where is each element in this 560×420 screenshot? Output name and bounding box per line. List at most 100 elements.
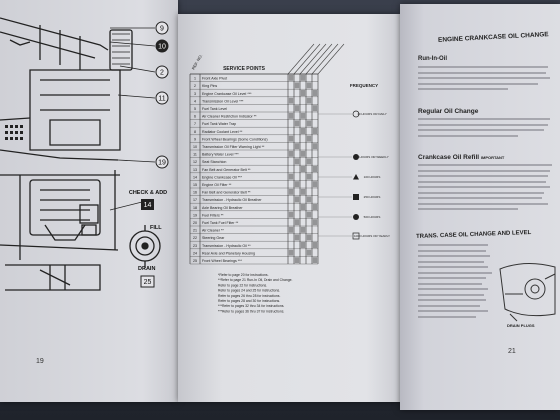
text-line xyxy=(418,208,518,210)
frequency-mark xyxy=(306,82,312,89)
frequency-mark xyxy=(312,219,318,226)
table-ref-cell: 18 xyxy=(193,206,197,210)
header-diagonal xyxy=(317,43,345,75)
table-service-cell: Front Wheel Bearings *** xyxy=(202,259,243,263)
table-ref-cell: 7 xyxy=(194,122,196,126)
frequency-mark xyxy=(294,158,300,165)
text-line xyxy=(418,304,480,307)
text-line xyxy=(418,310,488,312)
header-frequency: FREQUENCY xyxy=(350,83,378,88)
table-footnote: *Refer to page 20 for instructions. xyxy=(218,273,269,277)
frequency-mark xyxy=(306,158,312,165)
table-footnote: Refer to pages 24 and 25 for instruction… xyxy=(218,289,280,293)
table-service-cell: Fan Belt and Generator Belt ** xyxy=(202,168,251,172)
table-ref-cell: 23 xyxy=(193,244,197,248)
table-ref-cell: 8 xyxy=(194,130,196,134)
frequency-marker-filled-circle xyxy=(353,154,359,160)
table-service-cell: Transmission Oil Filter Warning Light ** xyxy=(202,145,265,149)
text-line xyxy=(418,266,488,268)
frequency-marker-triangle xyxy=(353,174,359,180)
frequency-mark xyxy=(300,188,306,195)
text-line xyxy=(418,260,484,263)
frequency-mark xyxy=(300,150,306,157)
table-service-cell: Radiator Coolant Level ** xyxy=(202,130,243,134)
table-service-cell: Transmission Oil Level *** xyxy=(202,99,244,103)
drain-label: DRAIN xyxy=(138,266,155,272)
frequency-mark xyxy=(312,128,318,134)
frequency-mark xyxy=(300,128,306,134)
check-number: 14 xyxy=(144,202,152,209)
page-number-right: 21 xyxy=(508,348,516,355)
table-ref-cell: 22 xyxy=(193,236,197,240)
table-ref-cell: 2 xyxy=(194,84,196,88)
text-line xyxy=(418,175,548,177)
frequency-mark xyxy=(288,97,294,104)
text-line xyxy=(418,66,548,68)
frequency-mark xyxy=(288,211,294,218)
text-line xyxy=(418,88,508,90)
callout-circle xyxy=(155,65,169,79)
table-footnote: **Refer to page 21 Run-In Oil, Drain and… xyxy=(218,278,293,282)
callout-circle xyxy=(155,39,169,53)
frequency-mark xyxy=(288,173,294,180)
frequency-mark xyxy=(312,204,318,210)
frequency-mark xyxy=(288,249,294,256)
table-service-cell: Fuel Tank Level xyxy=(202,107,227,111)
frequency-mark xyxy=(312,181,318,188)
callout-10: 10 xyxy=(158,44,166,51)
frequency-mark xyxy=(300,166,306,172)
text-line xyxy=(418,315,476,318)
text-line xyxy=(418,249,486,252)
table-ref-cell: 5 xyxy=(194,107,196,111)
frequency-marker-filled-square xyxy=(353,194,359,200)
frequency-mark xyxy=(294,196,300,203)
frequency-mark xyxy=(288,112,294,119)
table-ref-cell: 6 xyxy=(194,115,196,119)
frequency-mark xyxy=(306,120,312,127)
frequency-mark xyxy=(312,105,318,112)
table-ref-cell: 15 xyxy=(193,183,197,187)
table-service-cell: Fuel Filters ** xyxy=(202,213,224,217)
text-line xyxy=(418,293,484,296)
frequency-mark xyxy=(294,120,300,127)
table-ref-cell: 24 xyxy=(193,251,197,255)
table-ref-cell: 17 xyxy=(193,198,197,202)
header-diagonal xyxy=(311,43,339,75)
table-service-cell: Engine Crankcase Oil *** xyxy=(202,175,243,179)
text-line xyxy=(418,164,552,166)
table-service-cell: Fan Belt and Generator Belt ** xyxy=(202,191,251,195)
text-line xyxy=(418,134,518,137)
frequency-mark xyxy=(312,143,318,150)
frequency-mark xyxy=(294,105,300,112)
table-ref-cell: 1 xyxy=(194,77,196,81)
table-footnote: Refer to page 22 for instructions. xyxy=(218,283,267,287)
frequency-label: 250 HOURS xyxy=(364,195,381,199)
text-line xyxy=(418,288,488,290)
table-service-cell: Transmission - Hydraulic Oil ** xyxy=(202,244,251,248)
table-service-cell: Air Cleaner ** xyxy=(202,229,224,233)
table-ref-cell: 9 xyxy=(194,137,196,141)
table-ref-cell: 21 xyxy=(193,229,197,233)
frequency-mark xyxy=(312,166,318,172)
header-diagonal xyxy=(293,43,321,75)
table-service-cell: Seat Stanchion xyxy=(202,160,226,164)
frequency-marker-open-circle xyxy=(352,110,360,118)
table-ref-cell: 10 xyxy=(193,145,197,149)
callout-circle xyxy=(155,21,169,35)
header-diagonal xyxy=(305,43,333,75)
table-service-cell: Front Wheel Bearings (Some Conditions) xyxy=(202,137,268,141)
text-line xyxy=(418,299,486,301)
text-line xyxy=(418,255,490,257)
frequency-label: 100 HOURS xyxy=(364,175,381,179)
drain-plug-illustration: DRAIN PLUGS xyxy=(499,263,556,328)
table-footnote: Refer to pages 28 and 30 for instruction… xyxy=(218,299,280,303)
check-add-label: CHECK & ADD xyxy=(129,190,167,196)
frequency-mark xyxy=(288,74,294,81)
table-service-cell: Fuel Tank Fuel Filter ** xyxy=(202,221,239,225)
trans-case-heading: TRANS. CASE OIL CHANGE AND LEVEL xyxy=(415,229,532,241)
frequency-mark xyxy=(288,226,294,233)
frequency-mark xyxy=(306,196,312,203)
table-service-cell: Engine Crankcase Oil Level *** xyxy=(202,92,252,96)
callout-11: 11 xyxy=(158,96,165,103)
